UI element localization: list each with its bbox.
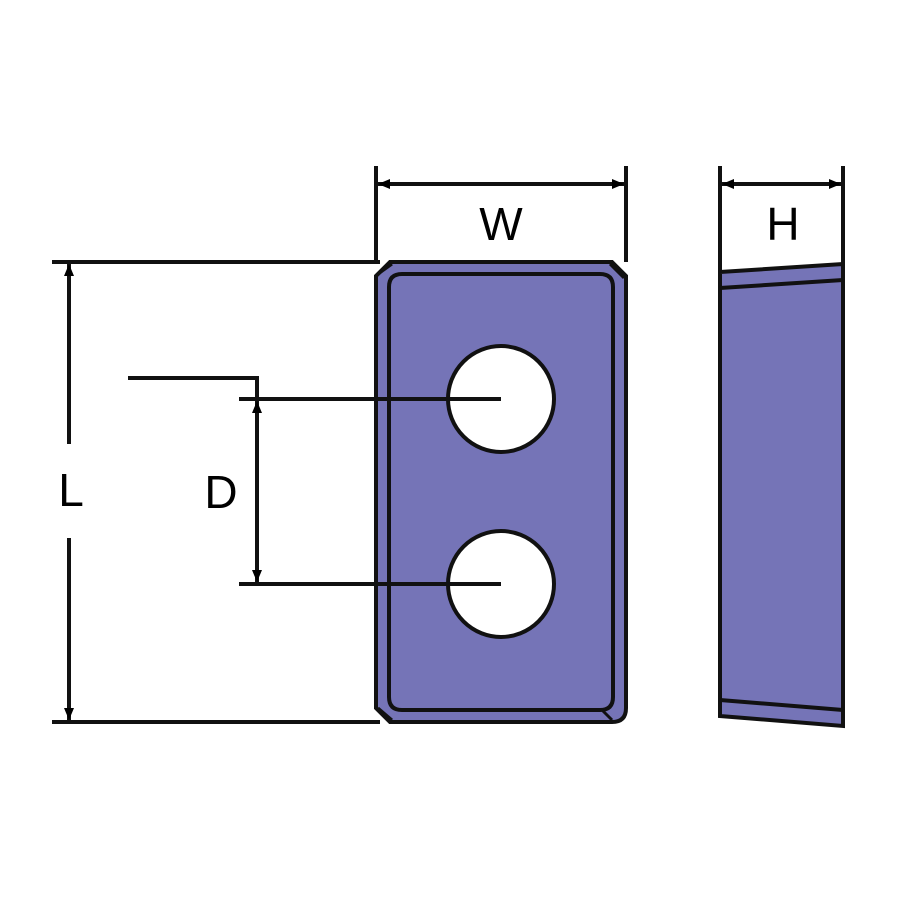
insert-side-view — [718, 261, 845, 729]
insert-front-view — [374, 260, 628, 724]
height-label: H — [766, 198, 799, 250]
corner-chamfer-bl — [377, 706, 393, 722]
hole-spacing-leader — [128, 376, 259, 401]
dimension-width: W — [374, 166, 628, 262]
side-view-outline — [718, 261, 845, 729]
dimension-length: L — [52, 260, 380, 724]
dimension-height: H — [718, 166, 845, 272]
corner-chamfer-tr — [608, 262, 626, 280]
side-view-bottom-edge — [719, 698, 844, 712]
dimension-hole-spacing: D — [128, 376, 501, 586]
corner-chamfer-tl — [377, 262, 393, 276]
hole-spacing-label: D — [204, 466, 237, 518]
insert-outer-outline — [374, 260, 628, 724]
side-view-top-edge — [719, 278, 844, 290]
corner-chamfer-br — [599, 707, 614, 722]
width-label: W — [479, 198, 523, 250]
length-label: L — [58, 464, 84, 516]
